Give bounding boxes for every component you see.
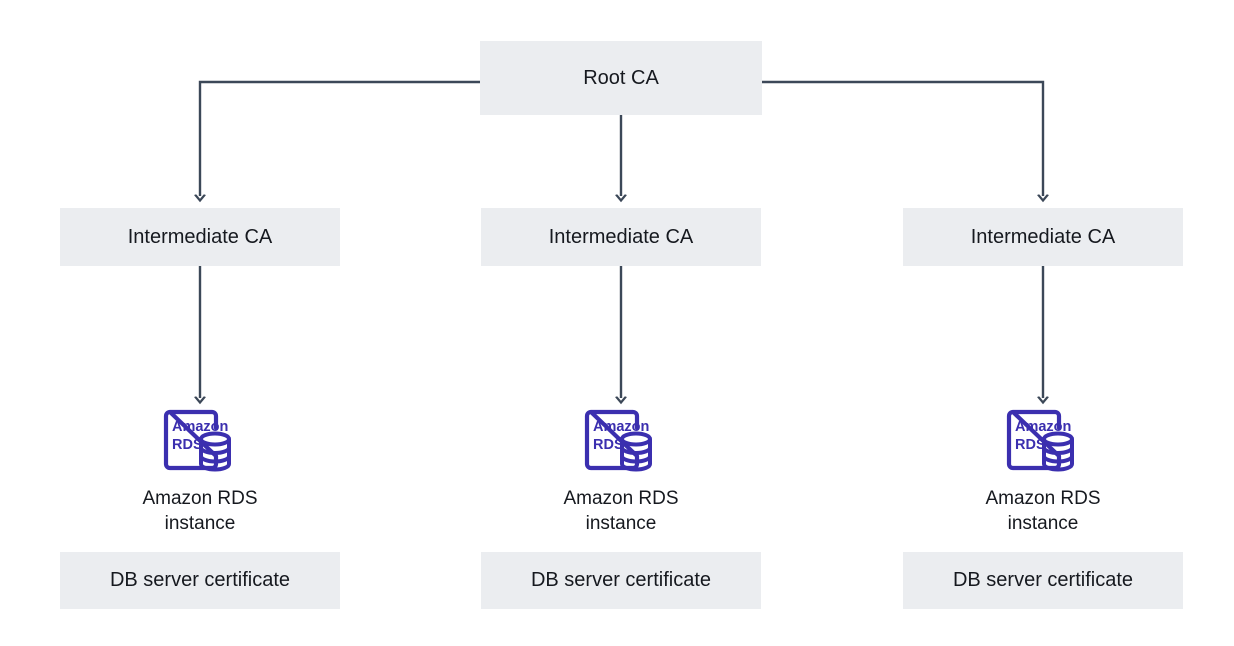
instance-caption-line2-3: instance [1007,512,1079,534]
instance-caption-line2-1: instance [164,512,236,534]
amazon-rds-icon-text-line2-1: RDS [172,437,203,453]
intermediate-ca-label-3: Intermediate CA [970,225,1116,248]
instance-caption-line1-1: Amazon RDS [142,488,258,509]
amazon-rds-icon-text-line1-1: Amazon [172,419,228,435]
amazon-rds-icon-text-line1-2: Amazon [593,419,649,435]
instance-caption-line1-2: Amazon RDS [563,488,679,509]
root-ca-box[interactable]: Root CA [480,41,762,115]
instance-caption-1: Amazon RDS instance [60,487,340,536]
amazon-rds-icon-text-line2-3: RDS [1015,437,1046,453]
intermediate-ca-label-1: Intermediate CA [127,225,273,248]
instance-caption-2: Amazon RDS instance [481,487,761,536]
intermediate-ca-label-2: Intermediate CA [548,225,694,248]
db-server-certificate-box-2[interactable]: DB server certificate [481,552,761,609]
amazon-rds-icon-1: Amazon RDS [162,406,238,476]
database-cylinder-icon-1 [199,431,231,472]
amazon-rds-icon-text-line2-2: RDS [593,437,624,453]
edge-root-to-intermediate-1 [200,80,480,196]
intermediate-ca-box-3[interactable]: Intermediate CA [903,208,1183,266]
db-server-certificate-box-1[interactable]: DB server certificate [60,552,340,609]
amazon-rds-icon-3: Amazon RDS [1005,406,1081,476]
instance-caption-line1-3: Amazon RDS [985,488,1101,509]
database-cylinder-icon-2 [620,431,652,472]
db-server-certificate-label-2: DB server certificate [530,569,712,591]
amazon-rds-icon-2: Amazon RDS [583,406,659,476]
amazon-rds-icon-text-line1-3: Amazon [1015,419,1071,435]
edge-root-to-intermediate-3 [762,80,1043,196]
db-server-certificate-label-1: DB server certificate [109,569,291,591]
intermediate-ca-box-1[interactable]: Intermediate CA [60,208,340,266]
database-cylinder-icon-3 [1042,431,1074,472]
db-server-certificate-box-3[interactable]: DB server certificate [903,552,1183,609]
db-server-certificate-label-3: DB server certificate [952,569,1134,591]
root-ca-label: Root CA [583,66,659,89]
instance-caption-line2-2: instance [585,512,657,534]
instance-caption-3: Amazon RDS instance [903,487,1183,536]
intermediate-ca-box-2[interactable]: Intermediate CA [481,208,761,266]
